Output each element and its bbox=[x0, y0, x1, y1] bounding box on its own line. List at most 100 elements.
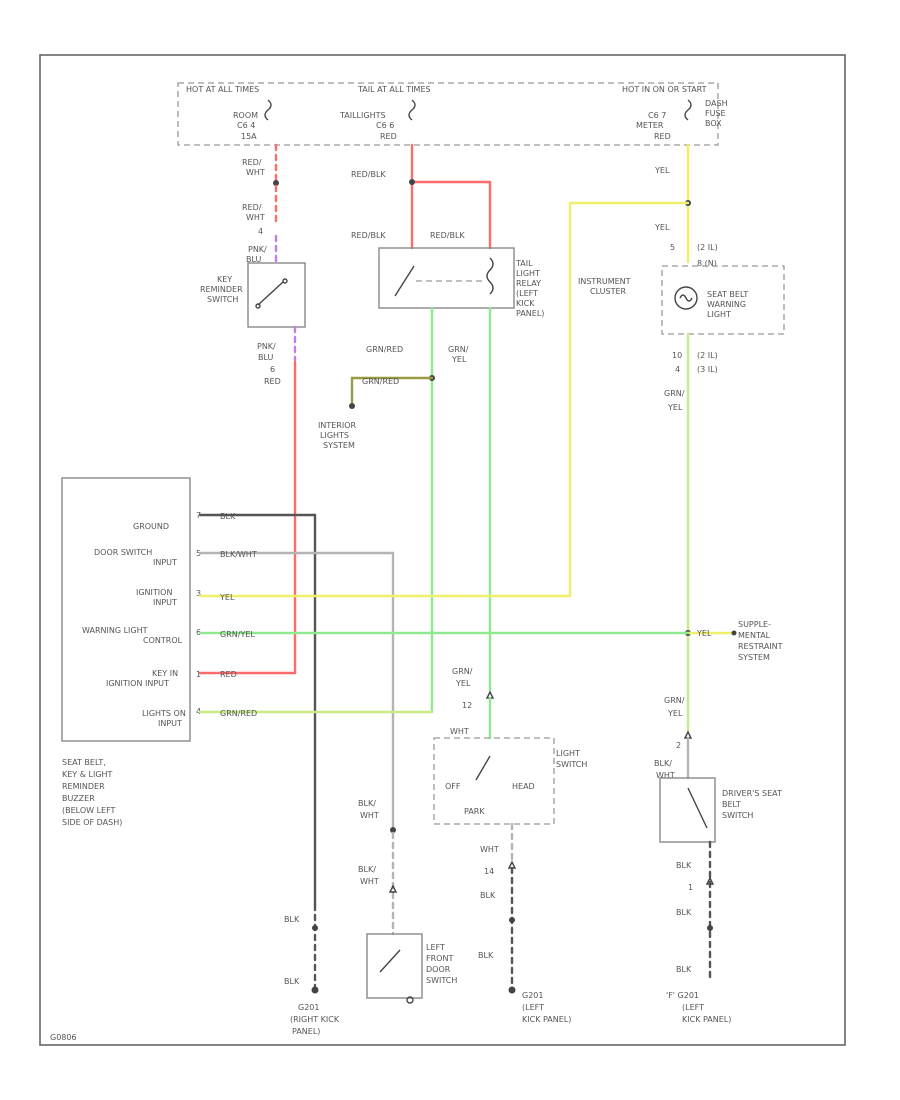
buzzer-ign-label-2: INPUT bbox=[153, 598, 177, 607]
door-switch-label-2: FRONT bbox=[426, 954, 453, 963]
fuse-c-id: C6 7 bbox=[648, 111, 666, 120]
pin-label-2il: (2 IL) bbox=[697, 243, 718, 252]
wire-label-blk-g2: BLK bbox=[284, 977, 300, 986]
wire-label-red-blk-1: RED/BLK bbox=[351, 170, 386, 179]
ground-g201-label-1: G201 bbox=[522, 991, 543, 1000]
drv-switch-label-1: DRIVER'S SEAT bbox=[722, 789, 782, 798]
wire-label-grn-red: GRN/RED bbox=[220, 709, 257, 718]
instrument-cluster-box bbox=[661, 265, 785, 335]
light-switch-ground-splice bbox=[509, 917, 515, 923]
reminder-buzzer-box bbox=[61, 477, 191, 742]
wire-label-grn-yel-1: GRN/ bbox=[448, 345, 469, 354]
key-switch-terminal-2 bbox=[282, 278, 288, 284]
wire-label-blk-wht-drv-1: BLK/ bbox=[654, 759, 672, 768]
pin-label-6: 6 bbox=[270, 365, 275, 374]
fuse-b-id: C6 6 bbox=[376, 121, 394, 130]
wire-label-blk-wht-door-1: BLK/ bbox=[358, 799, 376, 808]
wire-label-grn-red-1: GRN/RED bbox=[366, 345, 403, 354]
key-reminder-switch-contact bbox=[257, 281, 284, 306]
wire-label-yel-top: YEL bbox=[654, 166, 670, 175]
ground-g401-label-3: PANEL) bbox=[292, 1027, 320, 1036]
buzzer-desc-6: SIDE OF DASH) bbox=[62, 818, 122, 827]
wire-label-red-wht-1: RED/ bbox=[242, 158, 262, 167]
pin-label-12: 12 bbox=[462, 701, 472, 710]
wire-label-blk-wht: BLK/WHT bbox=[220, 550, 257, 559]
wire-label-blk-wht-door-3: BLK/ bbox=[358, 865, 376, 874]
pin-label-2il-b: (2 IL) bbox=[697, 351, 718, 360]
warning-label-3: LIGHT bbox=[707, 310, 731, 319]
wire-label-blk-wht-door-2: WHT bbox=[360, 811, 379, 820]
wire-label-wht-2: WHT bbox=[480, 845, 499, 854]
wire-label-blk-wht-door-4: WHT bbox=[360, 877, 379, 886]
buzzer-key-label-2: IGNITION INPUT bbox=[106, 679, 169, 688]
pin-label-4: 4 bbox=[258, 227, 263, 236]
wire-label-pnk-blu-top: PNK/ bbox=[248, 245, 267, 254]
light-switch-contact bbox=[475, 755, 491, 781]
fuse-c-wire: RED bbox=[654, 132, 671, 141]
light-switch-off: OFF bbox=[445, 782, 461, 791]
relay-label-1: TAIL bbox=[515, 259, 533, 268]
pin-label-5: 5 bbox=[670, 243, 675, 252]
door-switch-label-1: LEFT bbox=[426, 943, 445, 952]
wire-label-red-blk-3: RED/BLK bbox=[430, 231, 465, 240]
buzzer-desc-4: BUZZER bbox=[62, 794, 95, 803]
buzzer-desc-1: SEAT BELT, bbox=[62, 758, 106, 767]
wire-label-blk: BLK bbox=[220, 512, 236, 521]
warning-label-2: WARNING bbox=[707, 300, 746, 309]
wire-label-grn-yel-2: GRN/ bbox=[664, 389, 685, 398]
key-switch-label-1: KEY bbox=[217, 275, 232, 284]
relay-label-4: (LEFT bbox=[516, 289, 538, 298]
wire-label-red-wht-2: WHT bbox=[246, 168, 265, 177]
buzzer-key-label-1: KEY IN bbox=[152, 669, 178, 678]
wire-label-blk-drv-1: BLK bbox=[676, 861, 692, 870]
door-switch-label-3: DOOR bbox=[426, 965, 451, 974]
pin-label-10: 10 bbox=[672, 351, 682, 360]
pin-label-14: 14 bbox=[484, 867, 494, 876]
interior-label-1: INTERIOR bbox=[318, 421, 357, 430]
wire-label-pnk-blu-top-2: BLU bbox=[246, 255, 262, 264]
interior-connector bbox=[349, 403, 355, 409]
buzzer-pin-4: 6 bbox=[196, 628, 201, 637]
hot-feed-mid: TAIL AT ALL TIMES bbox=[357, 85, 431, 94]
key-switch-terminal-1 bbox=[255, 303, 261, 309]
wire-label-grn-yel-3: GRN/ bbox=[452, 667, 473, 676]
wire-label-red-blk-2: RED/BLK bbox=[351, 231, 386, 240]
fuse-a-symbol bbox=[264, 99, 272, 121]
light-switch-box bbox=[433, 737, 555, 825]
ground-g401-label-2: (RIGHT KICK bbox=[290, 1015, 340, 1024]
wire-label-blk-ls-1: BLK bbox=[480, 891, 496, 900]
srs-label-2: MENTAL bbox=[738, 631, 771, 640]
wire-label-blk-drv-3: BLK bbox=[676, 965, 692, 974]
wire-label-pnk-blu-bot-2: BLU bbox=[258, 353, 274, 362]
pin-label-4b: 4 bbox=[675, 365, 680, 374]
key-switch-label-2: REMINDER bbox=[200, 285, 243, 294]
srs-label-3: RESTRAINT bbox=[738, 642, 783, 651]
fuse-c-symbol bbox=[684, 99, 692, 121]
wire-label-blk-g1: BLK bbox=[284, 915, 300, 924]
buzzer-pin-5: 1 bbox=[196, 670, 201, 679]
wire-label-red-wht-4: WHT bbox=[246, 213, 265, 222]
ground-g201-label-3: KICK PANEL) bbox=[522, 1015, 571, 1024]
relay-coil bbox=[486, 257, 494, 295]
wire-label-blk-wht-drv-2: WHT bbox=[656, 771, 675, 780]
fuse-box: HOT AT ALL TIMES TAIL AT ALL TIMES HOT I… bbox=[177, 82, 728, 146]
drv-switch-contact bbox=[687, 787, 708, 829]
ground-g201b-label-3: KICK PANEL) bbox=[682, 1015, 731, 1024]
wire-label-wht-1: WHT bbox=[450, 727, 469, 736]
buzzer-lights-label-1: LIGHTS ON bbox=[142, 709, 186, 718]
left-front-door-switch-box bbox=[366, 933, 423, 999]
buzzer-desc-2: KEY & LIGHT bbox=[62, 770, 113, 779]
buzzer-desc-5: (BELOW LEFT bbox=[62, 806, 116, 815]
wire-label-grn-yel-2b: YEL bbox=[667, 403, 683, 412]
wire-label-yel: YEL bbox=[219, 593, 235, 602]
door-connector bbox=[388, 884, 398, 893]
wire-label-grn-yel-1b: YEL bbox=[451, 355, 467, 364]
buzzer-door-label-2: INPUT bbox=[153, 558, 177, 567]
splice-node-key-top bbox=[273, 180, 279, 186]
hot-feed-right: HOT IN ON OR START bbox=[622, 85, 707, 94]
footer-code: G0806 bbox=[50, 1033, 77, 1042]
taillight-relay-box bbox=[378, 247, 515, 309]
light-switch-ground-point bbox=[508, 986, 516, 994]
warning-label-1: SEAT BELT bbox=[707, 290, 748, 299]
